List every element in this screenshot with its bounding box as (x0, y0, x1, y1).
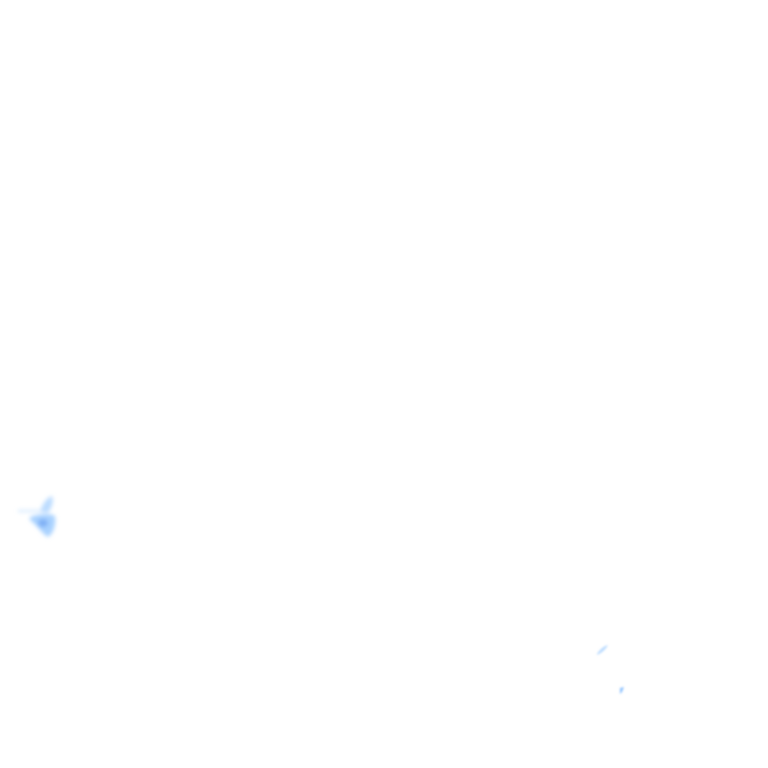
precip-cell-west (18, 496, 56, 537)
precip-cell-southeast (597, 645, 624, 694)
